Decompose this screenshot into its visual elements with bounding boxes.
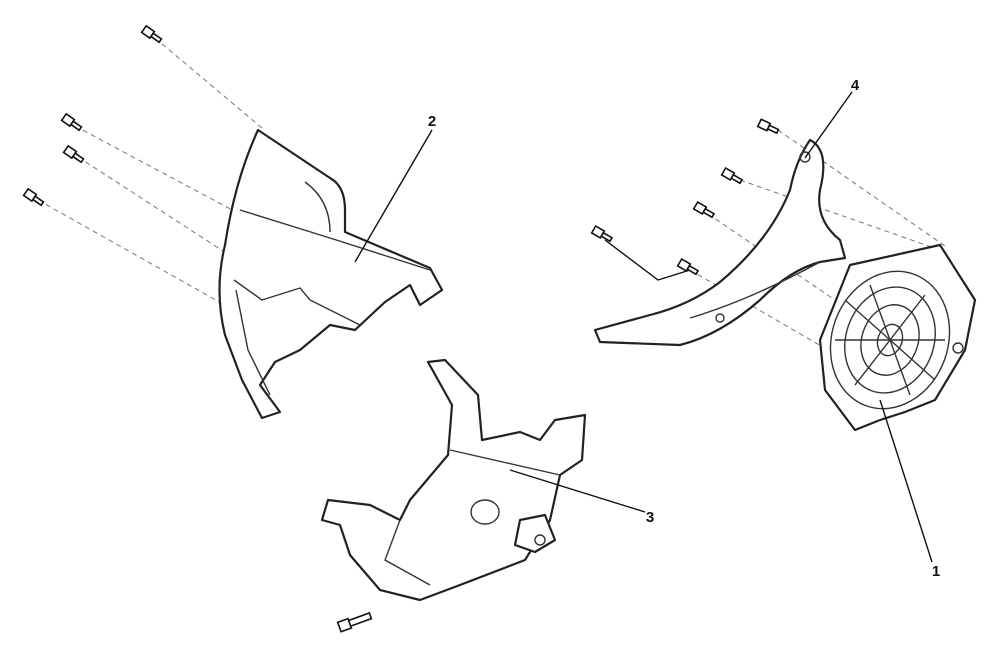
bracket-part: [593, 138, 847, 347]
bolt-icon: [676, 257, 700, 276]
bolt-icon: [336, 611, 373, 633]
leader-lines: [354, 91, 933, 563]
callout-4: 4: [851, 77, 860, 94]
bolt-icon: [590, 224, 614, 243]
bolt-icon: [22, 187, 45, 207]
bolt-icon: [62, 144, 85, 164]
bolt-icon: [720, 166, 744, 185]
bolt-icon: [756, 118, 780, 135]
callout-2: 2: [428, 113, 436, 130]
callout-1: 1: [932, 563, 940, 580]
bolt-icon: [692, 200, 716, 219]
fan-cover-part: [818, 243, 977, 432]
lower-shroud-part: [320, 358, 587, 602]
bolt-icon: [140, 24, 163, 44]
bolt-icon: [60, 112, 83, 132]
upper-shroud-part: [218, 128, 444, 420]
bolt-set: [22, 24, 780, 633]
callout-3: 3: [646, 509, 654, 526]
